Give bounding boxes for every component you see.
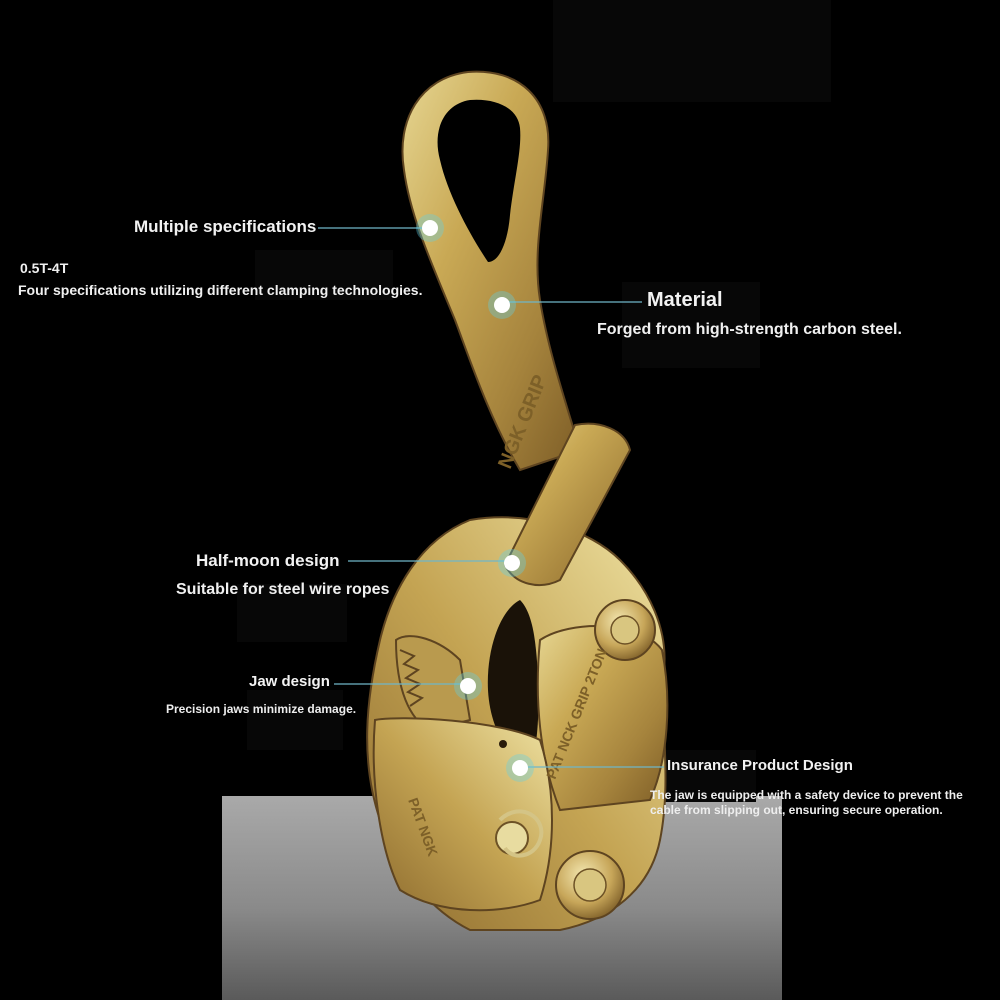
lever-arm [503,422,632,586]
lower-housing [372,717,553,912]
specs-range: 0.5T-4T [20,260,69,276]
jaw-title: Jaw design [249,673,330,690]
dark-box [237,584,347,642]
material-title: Material [647,289,723,311]
dark-box [255,250,393,300]
half-moon-title: Half-moon design [196,551,340,570]
jaw-description: Precision jaws minimize damage. [166,702,357,716]
dark-box [622,282,760,368]
dark-box [553,0,831,102]
dark-box [652,750,756,802]
material-description: Forged from high-strength carbon steel. [597,321,902,338]
callout-dot-insurance [506,754,534,782]
callout-dot-specs [416,214,444,242]
specs-description: Four specifications utilizing different … [18,282,423,298]
safety-pin-clip [498,809,544,858]
insurance-title: Insurance Product Design [667,757,853,774]
handle-eye [437,99,521,262]
callout-dot-jaw [454,672,482,700]
specs-title: Multiple specifications [134,217,317,236]
dark-box [247,690,343,750]
jaw-teeth [399,649,425,707]
callout-dot-half-moon [498,549,526,577]
callout-dot-material [488,291,516,319]
half-moon-description: Suitable for steel wire ropes [176,581,390,598]
safety-pin [495,821,529,855]
insurance-description: The jaw is equipped with a safety device… [650,788,963,817]
